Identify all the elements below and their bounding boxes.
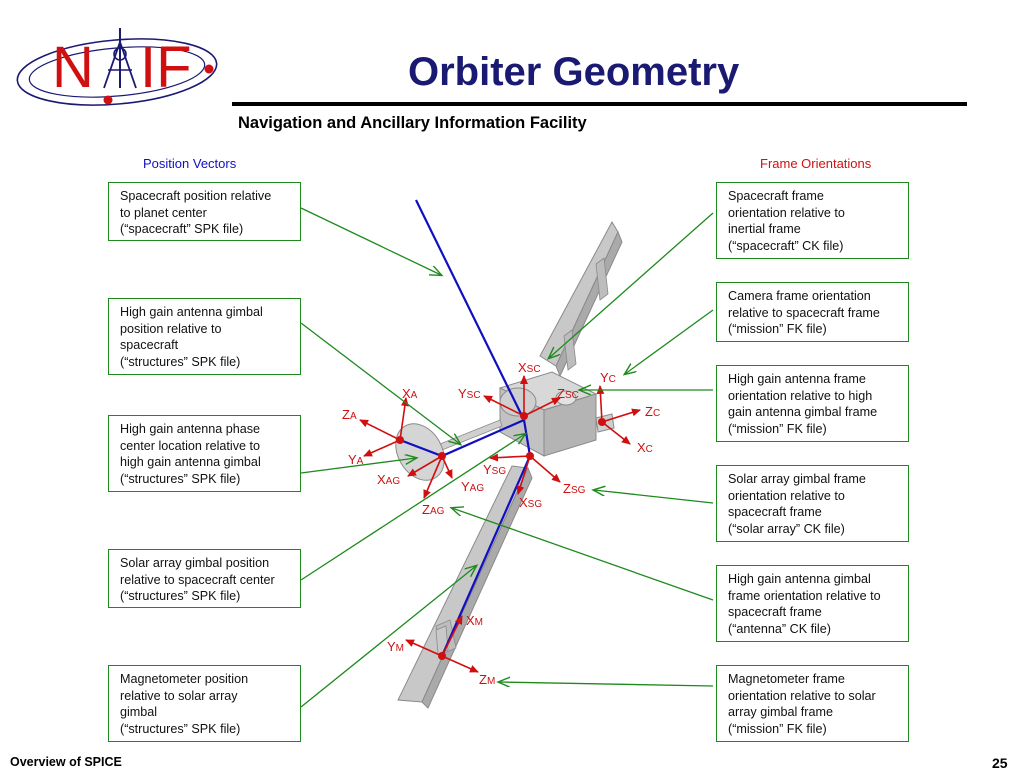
label-zsg: ZSG xyxy=(563,481,586,496)
high-gain-antenna-dish xyxy=(395,423,445,481)
naif-logo-icon: N IF xyxy=(16,28,218,106)
footer-label: Overview of SPICE xyxy=(10,755,122,769)
hga-frame-box: High gain antenna frame orientation rela… xyxy=(716,365,909,442)
magnetometer-frame-box: Magnetometer frame orientation relative … xyxy=(716,665,909,742)
spacecraft-position-box: Spacecraft position relative to planet c… xyxy=(108,182,301,241)
title-rule xyxy=(232,102,967,106)
page-title: Orbiter Geometry xyxy=(408,50,740,94)
label-xsg: XSG xyxy=(519,495,542,510)
spacecraft-frame-box: Spacecraft frame orientation relative to… xyxy=(716,182,909,259)
label-yc: YC xyxy=(600,370,616,385)
label-ya: YA xyxy=(348,452,364,467)
frame-axes xyxy=(359,375,641,673)
label-zm: ZM xyxy=(479,672,495,687)
subtitle: Navigation and Ancillary Information Fac… xyxy=(238,114,587,132)
position-vectors-heading: Position Vectors xyxy=(143,156,237,171)
solar-array-lower xyxy=(397,465,533,709)
solar-array-upper xyxy=(539,220,623,378)
leader-lines xyxy=(300,207,714,708)
page-number: 25 xyxy=(992,755,1008,771)
label-zc: ZC xyxy=(645,404,660,419)
hga-gimbal-position-box: High gain antenna gimbal position relati… xyxy=(108,298,301,375)
svg-text:N: N xyxy=(52,35,94,100)
hga-gimbal-frame-box: High gain antenna gimbal frame orientati… xyxy=(716,565,909,642)
label-zsc: ZSC xyxy=(557,386,579,401)
label-xa: XA xyxy=(402,386,418,401)
label-ysg: YSG xyxy=(483,462,506,477)
label-xc: XC xyxy=(637,440,653,455)
camera-frame-box: Camera frame orientation relative to spa… xyxy=(716,282,909,342)
frame-orientations-heading: Frame Orientations xyxy=(760,156,872,171)
label-zag: ZAG xyxy=(422,502,445,517)
spacecraft-bus xyxy=(498,371,615,457)
label-ym: YM xyxy=(387,639,404,654)
frame-origins xyxy=(396,412,606,660)
solar-array-gimbal-position-box: Solar array gimbal position relative to … xyxy=(108,549,301,608)
label-xsc: XSC xyxy=(518,360,541,375)
label-za: ZA xyxy=(342,407,357,422)
solar-array-gimbal-frame-box: Solar array gimbal frame orientation rel… xyxy=(716,465,909,542)
label-ysc: YSC xyxy=(458,386,481,401)
svg-text:IF: IF xyxy=(140,35,192,100)
axis-labels: XSC YSC ZSC YC ZC XC XA ZA YA XAG YAG ZA… xyxy=(342,360,660,687)
magnetometer xyxy=(435,625,449,655)
label-xag: XAG xyxy=(377,472,400,487)
antenna-boom xyxy=(439,419,503,451)
label-xm: XM xyxy=(466,613,483,628)
label-yag: YAG xyxy=(461,479,484,494)
hga-phase-center-box: High gain antenna phase center location … xyxy=(108,415,301,492)
magnetometer-position-box: Magnetometer position relative to solar … xyxy=(108,665,301,742)
